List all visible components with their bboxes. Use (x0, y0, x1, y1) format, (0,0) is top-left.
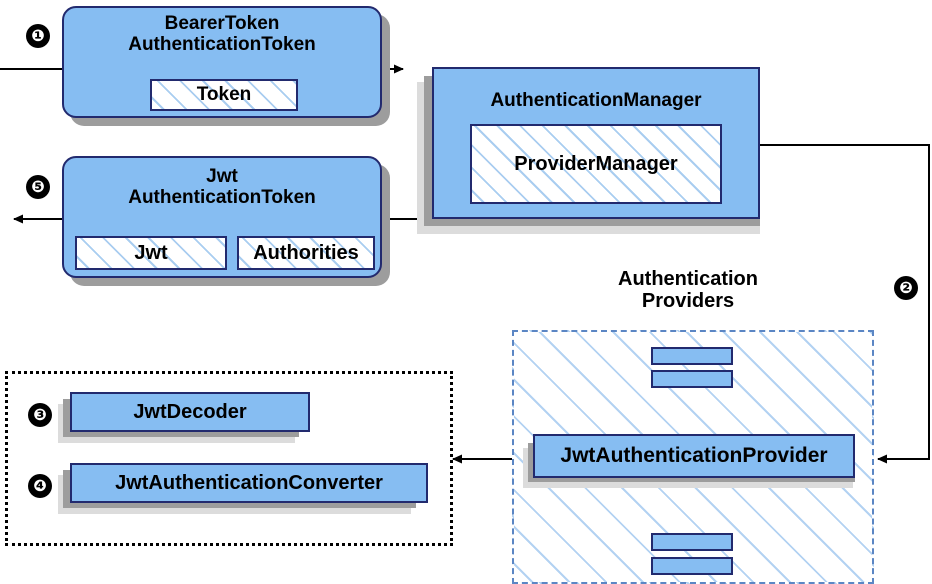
node-jwt-authentication-provider[interactable]: JwtAuthenticationProvider (533, 434, 855, 478)
step-bullet-5: ❺ (26, 175, 50, 199)
node-authentication-manager-label: AuthenticationManager (490, 90, 702, 111)
node-jwt-authentication-provider-label: JwtAuthenticationProvider (560, 444, 828, 467)
provider-stack-bar-bottom-1 (651, 533, 733, 551)
provider-stack-bar-top-2 (651, 370, 733, 388)
node-jwt-authentication-converter-label: JwtAuthenticationConverter (115, 471, 383, 494)
node-bearer-token-inner-token-label: Token (196, 84, 252, 105)
node-bearer-token-authentication-token[interactable]: BearerToken AuthenticationToken (62, 6, 382, 118)
authentication-providers-title: Authentication Providers (618, 268, 758, 313)
node-bearer-token-inner-token[interactable]: Token (150, 79, 298, 111)
node-jwt-decoder[interactable]: JwtDecoder (70, 392, 310, 432)
step-bullet-2: ❷ (894, 276, 918, 300)
step-bullet-4: ❹ (28, 474, 52, 498)
node-provider-manager-label: ProviderManager (514, 152, 678, 175)
node-jwt-authentication-token-inner-jwt[interactable]: Jwt (75, 236, 227, 270)
node-bearer-token-label: BearerToken AuthenticationToken (128, 13, 316, 55)
node-inner-jwt-label: Jwt (134, 241, 168, 264)
node-jwt-authentication-token-label: Jwt AuthenticationToken (128, 166, 316, 208)
node-inner-authorities-label: Authorities (253, 241, 359, 264)
node-jwt-decoder-label: JwtDecoder (133, 400, 247, 423)
node-jwt-authentication-converter[interactable]: JwtAuthenticationConverter (70, 463, 428, 503)
group-decoder-converter (5, 371, 453, 546)
node-provider-manager[interactable]: ProviderManager (470, 124, 722, 204)
step-bullet-3: ❸ (28, 403, 52, 427)
node-jwt-authentication-token-inner-authorities[interactable]: Authorities (237, 236, 375, 270)
provider-stack-bar-top-1 (651, 347, 733, 365)
step-bullet-1: ❶ (26, 24, 50, 48)
provider-stack-bar-bottom-2 (651, 557, 733, 575)
